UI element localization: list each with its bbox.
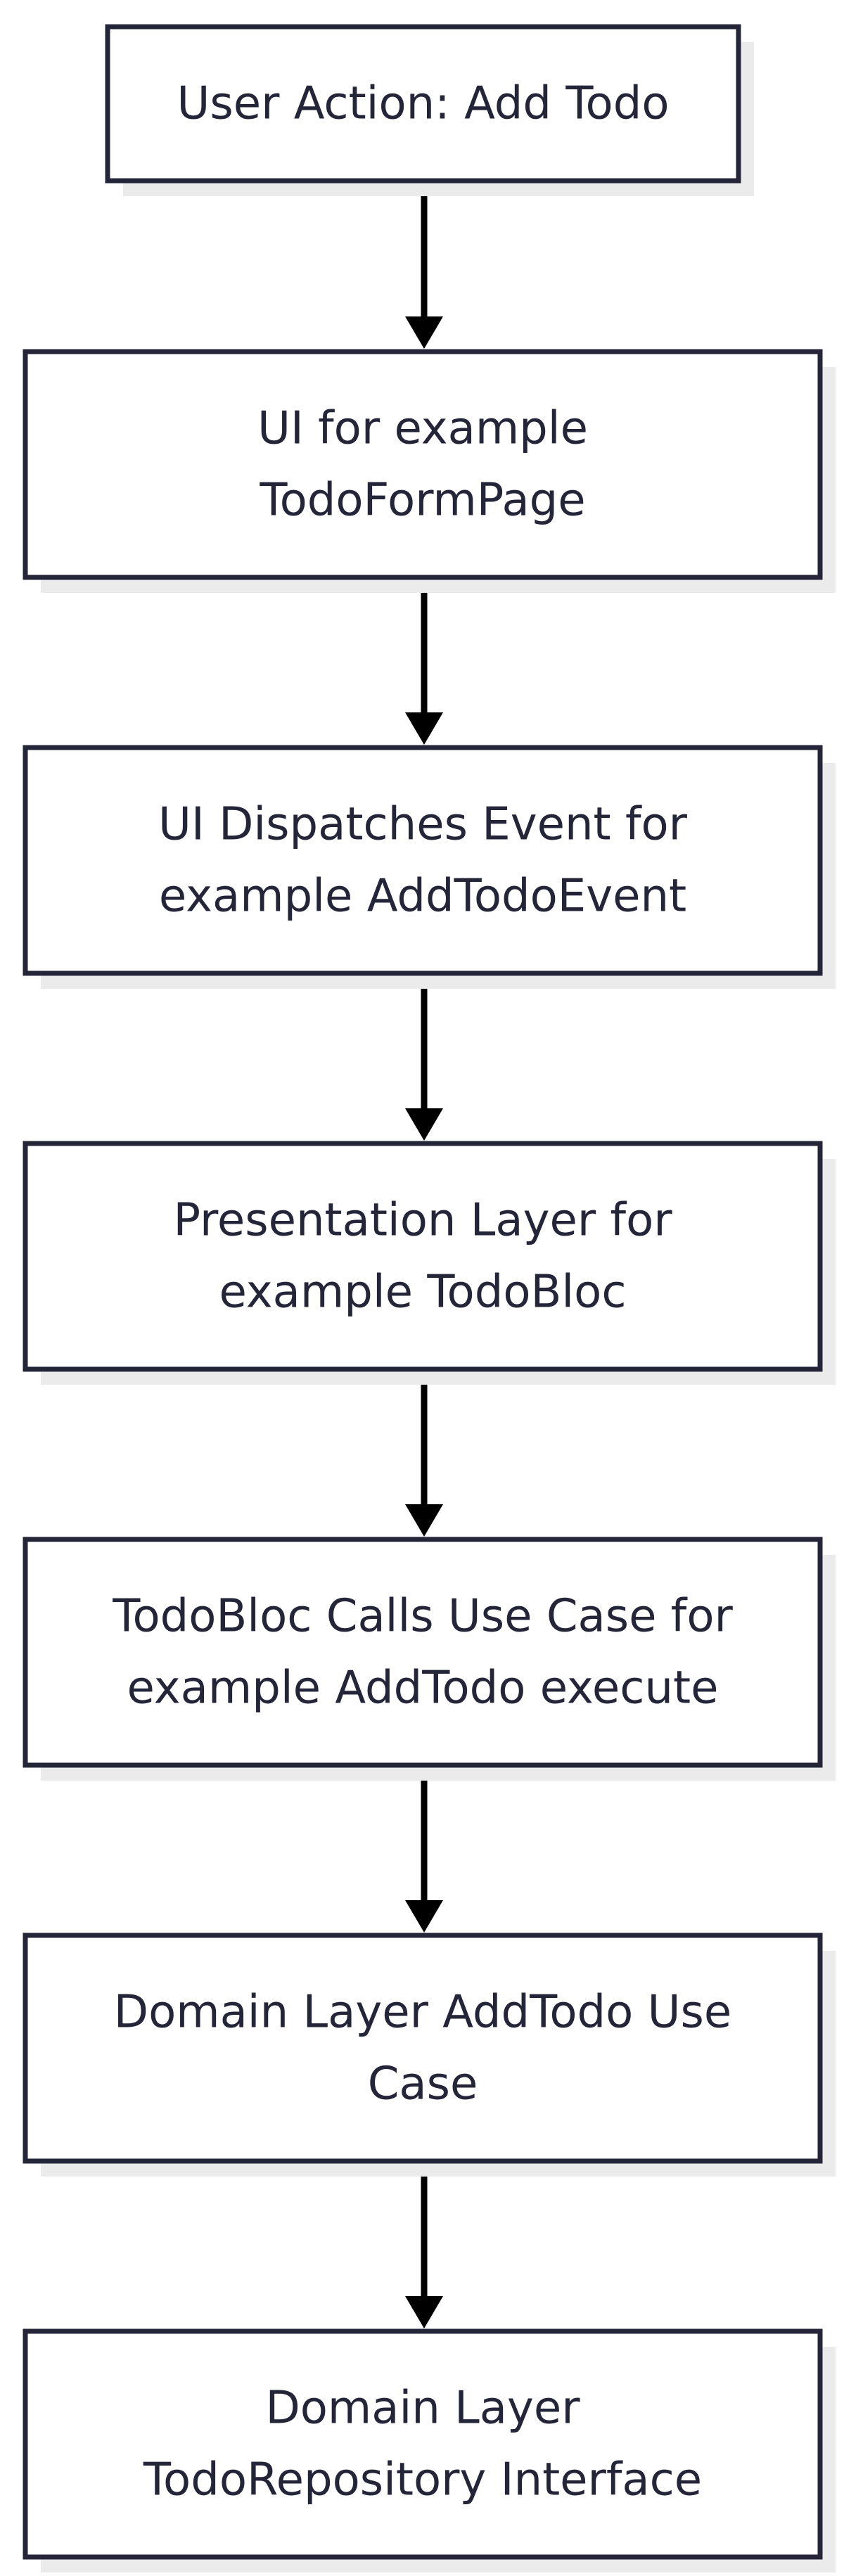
node-box [23, 349, 823, 580]
node-label-line: TodoBloc Calls Use Case for [112, 1591, 733, 1643]
arrow-head-icon [405, 712, 443, 745]
node-label-line: Domain Layer [265, 2383, 580, 2435]
node-label-line: Domain Layer AddTodo Use [114, 1987, 731, 2039]
node-label-line: UI Dispatches Event for [158, 799, 688, 851]
arrow-head-icon [405, 1504, 443, 1537]
arrow-head-icon [405, 316, 443, 349]
edges-layer [405, 184, 443, 2328]
edge-presentation-to-bloc-calls [405, 1372, 443, 1537]
edge-domain-usecase-to-domain-repo [405, 2164, 443, 2328]
nodes-layer: User Action: Add Todo UI for exampleTodoF… [23, 24, 836, 2572]
node-bloc-calls: TodoBloc Calls Use Case for example AddTo… [23, 1537, 836, 1781]
edge-ui-to-ui-dispatch [405, 580, 443, 745]
node-box [23, 745, 823, 976]
edge-bloc-calls-to-domain-usecase [405, 1768, 443, 1933]
arrow-head-icon [405, 1900, 443, 1933]
node-user-action: User Action: Add Todo [105, 24, 754, 196]
node-label-line: example AddTodoEvent [159, 871, 686, 923]
node-label-line: example TodoBloc [219, 1267, 627, 1319]
edge-ui-dispatch-to-presentation [405, 976, 443, 1141]
node-label-line: example AddTodo execute [127, 1662, 719, 1715]
node-box [23, 1141, 823, 1372]
node-label-line: UI for example [257, 403, 588, 455]
node-label-line: User Action: Add Todo [177, 78, 670, 130]
node-box [23, 1537, 823, 1768]
arrow-head-icon [405, 2296, 443, 2328]
node-box [23, 2328, 823, 2560]
node-ui-dispatch: UI Dispatches Event for example AddTodoEv… [23, 745, 836, 989]
node-box [105, 24, 741, 184]
node-box [23, 1933, 823, 2164]
node-label-line: Presentation Layer for [173, 1195, 672, 1247]
node-label-line: Case [368, 2058, 478, 2110]
node-label-line: TodoFormPage [259, 475, 585, 527]
node-presentation: Presentation Layer for example TodoBloc [23, 1141, 836, 1385]
arrow-head-icon [405, 1108, 443, 1141]
node-label-line: TodoRepository Interface [143, 2454, 702, 2506]
edge-user-action-to-ui [405, 184, 443, 349]
